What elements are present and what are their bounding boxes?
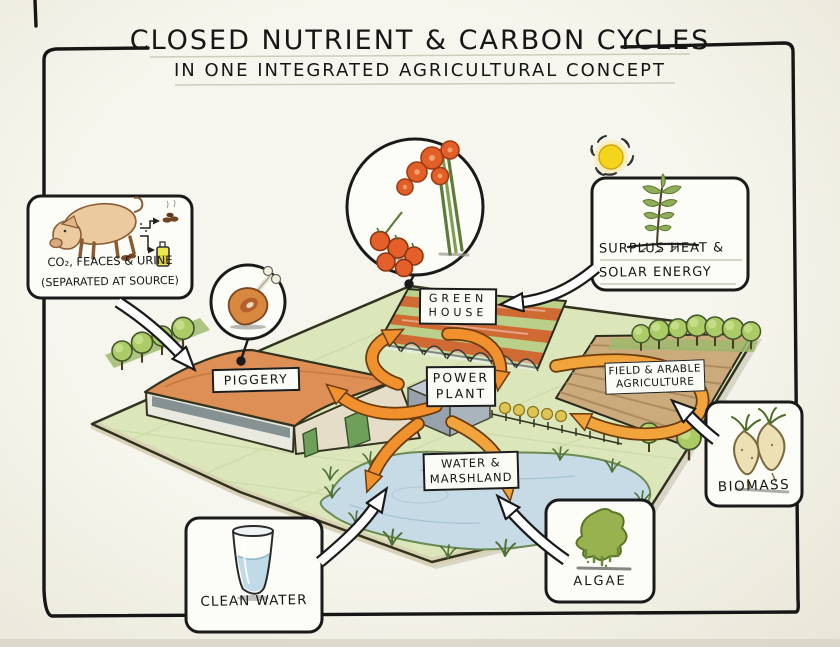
label-field-line2: AGRICULTURE	[615, 375, 695, 391]
surplus-callout-line1: SURPLUS HEAT &	[598, 240, 725, 257]
pig-callout-line2: (SEPARATED AT SOURCE)	[41, 273, 179, 290]
surplus-callout-line2: SOLAR ENERGY	[598, 264, 712, 281]
flowers	[396, 140, 460, 196]
callout-pig-box	[26, 194, 194, 300]
label-greenhouse-line1: GREEN	[428, 291, 488, 306]
clean-water-callout-label: CLEAN WATER	[200, 592, 308, 610]
label-water-line2: MARSHLAND	[429, 469, 513, 487]
page-subtitle: IN ONE INTEGRATED AGRICULTURAL CONCEPT	[173, 60, 666, 81]
title-rule-lines	[149, 53, 691, 86]
arrow-biomass-to-field	[684, 411, 720, 445]
arrow-algae-to-pond	[508, 508, 570, 566]
sun-icon	[590, 135, 634, 176]
label-power-line2: PLANT	[435, 386, 487, 402]
water-glass-icon	[232, 525, 274, 601]
frame-border	[33, 0, 800, 618]
callout-produce-circle	[345, 137, 485, 278]
algae-icon	[575, 508, 632, 571]
algae-callout-label: ALGAE	[573, 573, 627, 590]
label-piggery-text: PIGGERY	[223, 371, 289, 388]
urine-bottle-icon	[156, 241, 170, 267]
arrow-pig-to-piggery	[114, 296, 184, 358]
tomato-stems	[376, 227, 415, 249]
page-title: CLOSED NUTRIENT & CARBON CYCLES	[129, 25, 711, 56]
arrow-to-piggery	[338, 394, 443, 421]
arrow-to-pond-left	[372, 417, 425, 478]
callout-clean-water-box	[184, 516, 324, 634]
pig-callout-line1: CO₂, FEACES & URINE	[47, 252, 173, 270]
white-arrows	[114, 263, 720, 567]
pig-icon	[49, 196, 147, 261]
fence	[491, 410, 623, 445]
label-water-marshland: WATER & MARSHLAND	[422, 450, 520, 492]
arrow-to-greenhouse-left	[365, 336, 398, 391]
label-field: FIELD & ARABLE AGRICULTURE	[604, 359, 706, 395]
biomass-callout-label: BIOMASS	[717, 476, 791, 496]
plant-icon	[626, 173, 700, 254]
arrow-from-greenhouse-right	[441, 327, 500, 376]
label-piggery: PIGGERY	[211, 366, 301, 394]
label-greenhouse: GREEN HOUSE	[418, 287, 498, 325]
label-greenhouse-line2: HOUSE	[428, 306, 488, 320]
flowers-tomatoes-icon	[369, 140, 470, 278]
yellow-bushes	[498, 401, 568, 423]
page-edge-shadow	[0, 639, 840, 647]
nutrient-cycle-arrows	[338, 327, 710, 486]
callout-ham-circle	[209, 263, 287, 341]
flower-centers	[402, 147, 453, 190]
stray-mark	[33, 0, 38, 28]
arrow-field-loop	[549, 353, 710, 441]
faeces-icon	[162, 199, 179, 223]
arrow-cleanwater-to-pond	[315, 502, 378, 567]
label-power-line1: POWER	[432, 369, 490, 386]
callout-surplus-box	[590, 135, 750, 292]
beets-icon	[731, 407, 790, 494]
separation-arrows	[140, 217, 160, 254]
ham-icon	[227, 265, 282, 330]
connector-lines	[236, 274, 416, 366]
label-power-plant: POWER PLANT	[425, 365, 497, 407]
arrow-surplus-to-greenhouse	[516, 263, 601, 303]
callout-biomass-box	[704, 400, 804, 508]
